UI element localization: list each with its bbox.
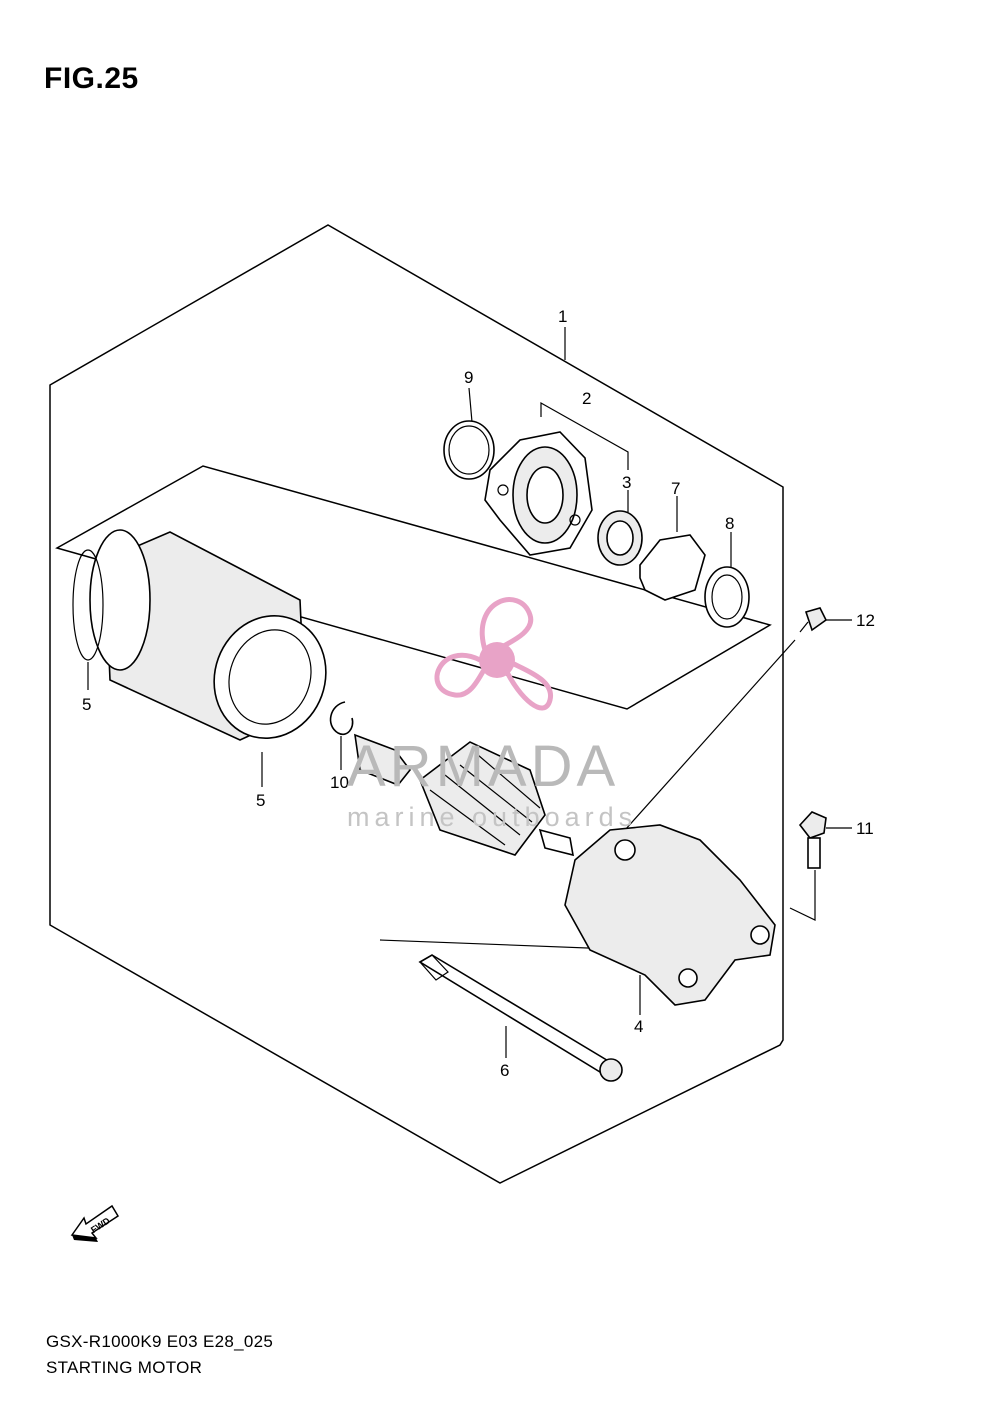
model-code: GSX-R1000K9 E03 E28_025	[46, 1332, 274, 1351]
callout-2: 2	[582, 389, 591, 408]
watermark-name: ARMADA	[347, 734, 619, 799]
o-ring-part-9	[443, 420, 495, 480]
callout-11: 11	[856, 819, 874, 838]
callout-7: 7	[671, 479, 680, 498]
callout-8: 8	[725, 514, 734, 533]
figure-title: FIG.25	[44, 62, 139, 95]
callout-3: 3	[622, 473, 631, 492]
callout-5-left: 5	[82, 695, 91, 714]
callout-4: 4	[634, 1017, 643, 1036]
bolt-part-11	[798, 811, 827, 869]
callout-10: 10	[330, 773, 349, 792]
watermark-subtitle: marine outboards	[347, 802, 637, 832]
lock-washer-part-7	[639, 534, 706, 601]
callout-12: 12	[856, 611, 875, 630]
callout-6: 6	[500, 1061, 509, 1080]
callout-1: 1	[558, 307, 567, 326]
long-bolt-part-6	[418, 954, 623, 1082]
armada-watermark: ARMADA marine outboards	[347, 597, 637, 832]
subassembly-outline-frame	[55, 465, 772, 710]
front-housing-part-2	[484, 431, 593, 556]
small-bolt-part-12	[799, 607, 828, 633]
circlip-part-10	[329, 701, 354, 736]
propeller-logo-icon	[434, 597, 553, 711]
rear-housing-part-4	[564, 824, 776, 1006]
armature-assembly	[354, 733, 575, 857]
callout-5-right: 5	[256, 791, 265, 810]
motor-housing-part-5	[72, 529, 327, 741]
assembly-outline-frame	[49, 224, 784, 1184]
section-name: STARTING MOTOR	[46, 1358, 203, 1377]
fwd-arrow-icon: FWD	[70, 1204, 120, 1242]
callout-9: 9	[464, 368, 473, 387]
